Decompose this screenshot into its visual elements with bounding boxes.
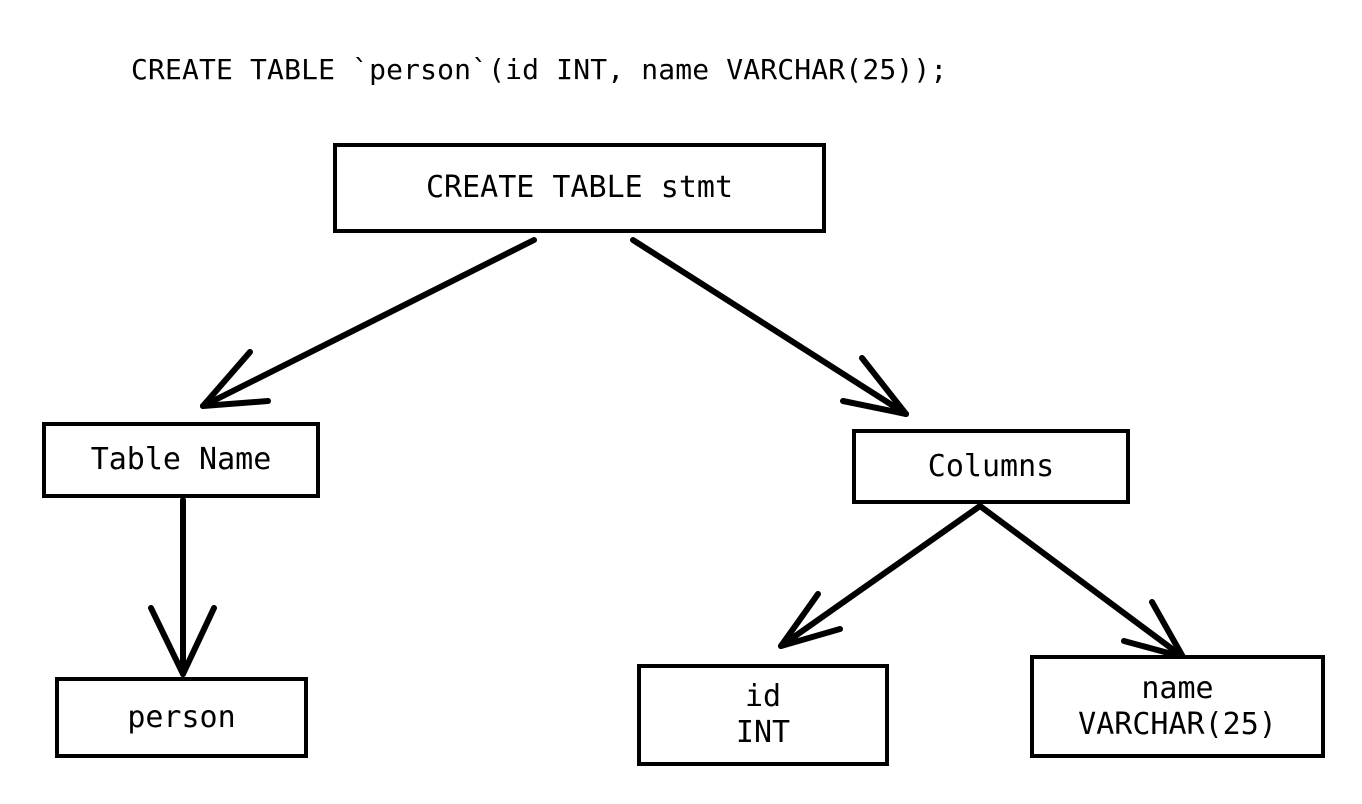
node-column-id[interactable]: id INT: [637, 664, 889, 766]
node-table-name[interactable]: Table Name: [42, 422, 320, 498]
node-create-table-stmt[interactable]: CREATE TABLE stmt: [333, 143, 826, 233]
node-label-line-name: id: [744, 679, 782, 714]
node-label-line: Columns: [927, 448, 1055, 484]
node-label-line: CREATE TABLE stmt: [425, 170, 734, 205]
node-label-line-type: INT: [735, 715, 791, 750]
node-label-line: person: [127, 699, 236, 735]
node-label-line-type: VARCHAR(25): [1078, 706, 1277, 742]
node-person[interactable]: person: [55, 677, 308, 758]
edge-columns-to-col-name: [977, 503, 1186, 660]
sql-statement-caption: CREATE TABLE `person`(id INT, name VARCH…: [131, 53, 948, 86]
node-label-line: Table Name: [90, 442, 272, 477]
edge-root-to-table-name: [200, 237, 537, 409]
node-label-line-name: name: [1141, 670, 1214, 706]
edge-columns-to-col-id: [778, 503, 983, 649]
edge-table-name-to-person: [148, 497, 217, 677]
node-columns[interactable]: Columns: [852, 429, 1130, 504]
node-column-name[interactable]: name VARCHAR(25): [1030, 655, 1325, 758]
edge-root-to-columns: [630, 237, 909, 417]
